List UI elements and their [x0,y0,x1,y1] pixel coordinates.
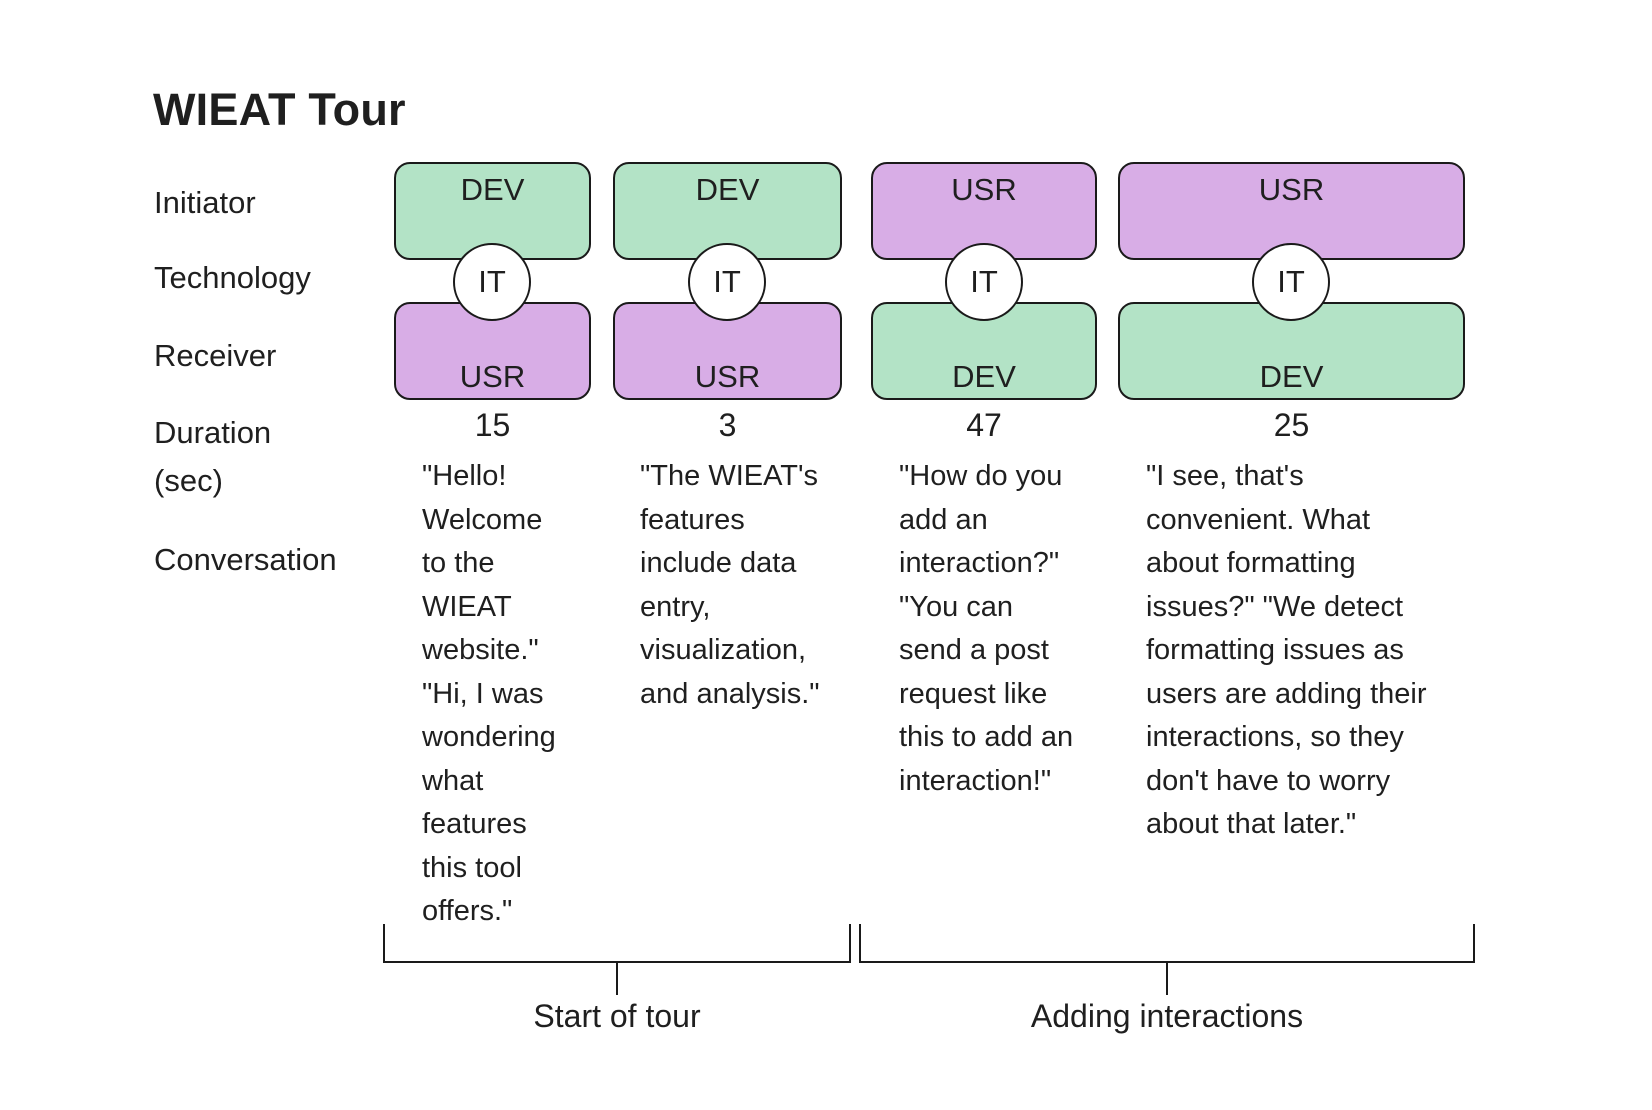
conversation-text: "Hello! Welcome to the WIEAT website." "… [422,460,556,927]
row-label-technology: Technology [154,260,311,295]
bracket-adding-interactions [859,924,1475,995]
row-label-conversation: Conversation [154,542,337,577]
conversation-text: "How do you add an interaction?" "You ca… [899,460,1074,797]
technology-circle: IT [945,243,1023,321]
technology-circle: IT [688,243,766,321]
row-label-initiator: Initiator [154,185,256,220]
duration-value: 25 [1273,407,1310,443]
row-label-receiver: Receiver [154,338,277,373]
phase-label-start-of-tour: Start of tour [533,998,701,1034]
conversation-text: "I see, that's convenient. What about fo… [1146,460,1427,840]
technology-circle: IT [453,243,531,321]
row-label-duration: Duration (sec) [154,415,272,498]
technology-circle: IT [1252,243,1330,321]
initiator-box: USR [1118,162,1465,260]
page-title: WIEAT Tour [153,84,406,135]
duration-value: 15 [474,407,511,443]
duration-value: 3 [718,407,737,443]
bracket-start-of-tour [383,924,851,995]
duration-value: 47 [966,407,1002,443]
phase-label-adding-interactions: Adding interactions [1030,998,1304,1034]
conversation-text: "The WIEAT's features include data entry… [640,460,820,710]
